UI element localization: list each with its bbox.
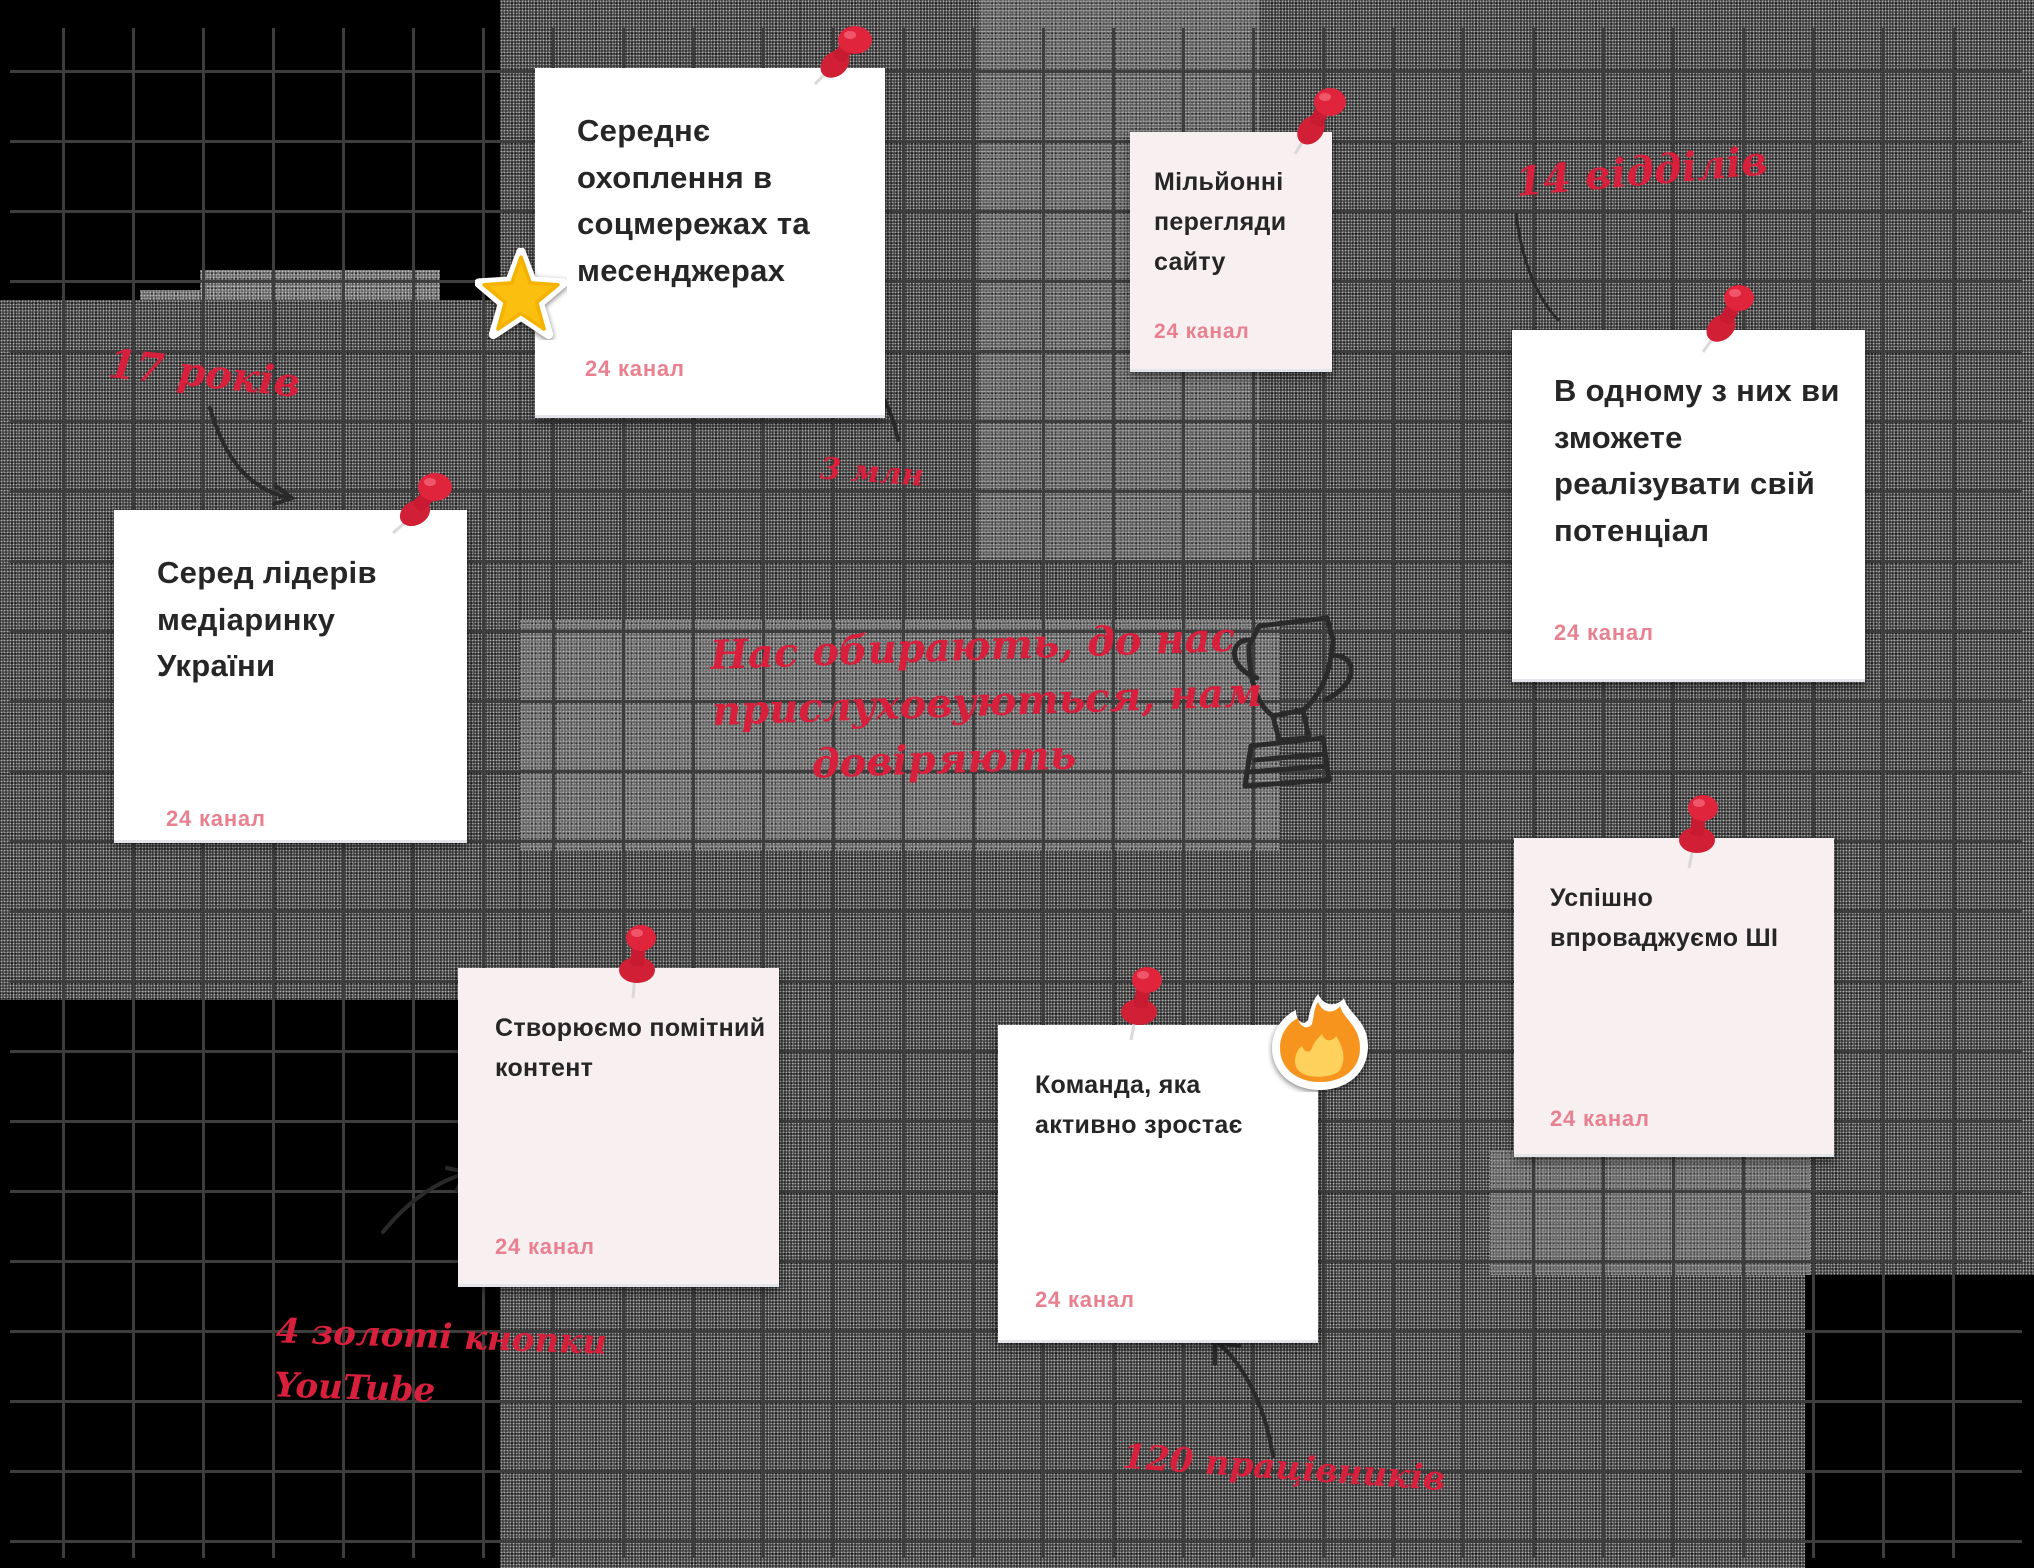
fire-icon bbox=[1272, 994, 1368, 1090]
card-source: 24 канал bbox=[1154, 320, 1250, 343]
card-title: В одному з них ви зможете реалізувати св… bbox=[1554, 373, 1840, 548]
arrow-icon bbox=[1514, 212, 1560, 322]
card-ai: Успішно впроваджуємо ШІ 24 канал bbox=[1514, 838, 1834, 1157]
card-avg-reach: Середнє охоплення в соцмережах та месенд… bbox=[535, 68, 885, 418]
card-source: 24 канал bbox=[495, 1234, 595, 1259]
annotation-youtube: 4 золоті кнопки YouTube bbox=[273, 1304, 608, 1423]
card-source: 24 канал bbox=[1550, 1106, 1650, 1131]
slogan: Нас обирають, до нас прислуховуються, на… bbox=[709, 612, 1263, 796]
pushpin-icon bbox=[1701, 285, 1754, 353]
card-market-leaders: Серед лідерів медіаринку України 24 кана… bbox=[114, 510, 467, 843]
trophy-icon bbox=[1232, 615, 1354, 789]
card-source: 24 канал bbox=[585, 356, 685, 381]
pushpin-icon bbox=[619, 925, 656, 999]
annotation-reach: 3 млн bbox=[818, 451, 925, 494]
card-title: Команда, яка активно зростає bbox=[1035, 1071, 1243, 1139]
pushpin-icon bbox=[813, 26, 872, 86]
background-texture bbox=[0, 0, 200, 290]
card-source: 24 канал bbox=[166, 806, 266, 831]
card-potential: В одному з них ви зможете реалізувати св… bbox=[1512, 330, 1865, 682]
card-content: Створюємо помітний контент 24 канал bbox=[458, 968, 779, 1287]
card-title: Успішно впроваджуємо ШІ bbox=[1550, 884, 1779, 952]
card-team: Команда, яка активно зростає 24 канал bbox=[998, 1025, 1318, 1343]
card-title: Середнє охоплення в соцмережах та месенд… bbox=[577, 113, 810, 288]
pushpin-icon bbox=[1293, 88, 1346, 155]
background-texture bbox=[1805, 1275, 2034, 1568]
background-texture bbox=[1490, 1150, 1810, 1275]
arrow-icon bbox=[208, 406, 297, 506]
card-source: 24 канал bbox=[1035, 1287, 1135, 1312]
card-title: Мільйонні перегляди сайту bbox=[1154, 168, 1287, 276]
card-title: Створюємо помітний контент bbox=[495, 1014, 766, 1082]
pushpin-icon bbox=[1679, 795, 1718, 869]
pushpin-icon bbox=[392, 473, 452, 535]
star-icon bbox=[475, 248, 567, 340]
card-title: Серед лідерів медіаринку України bbox=[157, 555, 377, 683]
card-site-views: Мільйонні перегляди сайту 24 канал bbox=[1130, 132, 1332, 372]
pushpin-icon bbox=[1121, 967, 1162, 1041]
card-source: 24 канал bbox=[1554, 620, 1654, 645]
